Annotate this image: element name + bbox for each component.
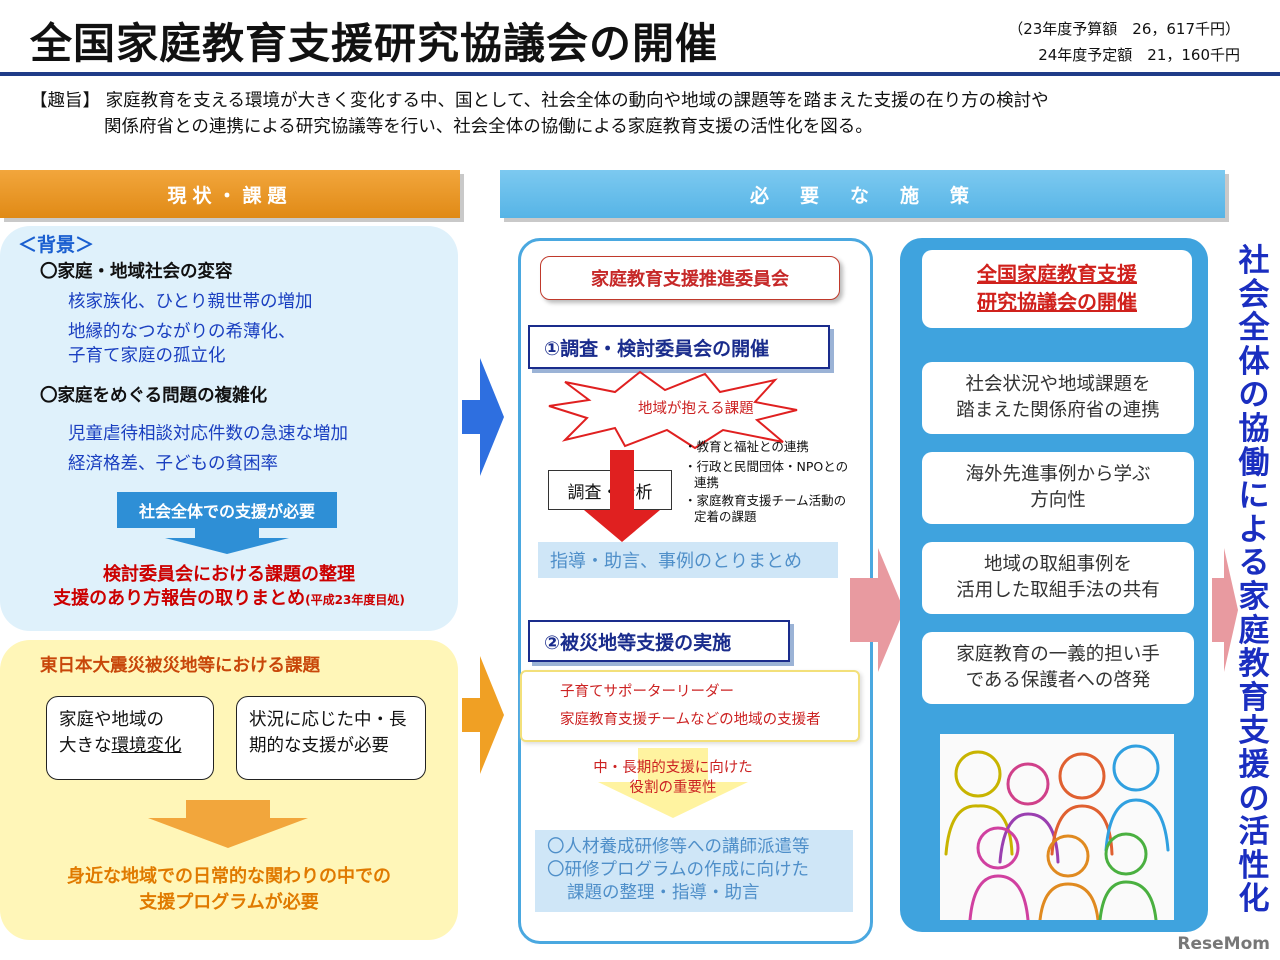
result-line2: 支援のあり方報告の取りまとめ [53, 588, 306, 609]
purpose-line2: 関係府省との連携による研究協議等を行い、社会全体の協働による家庭教育支援の活性化… [104, 117, 873, 137]
env-box-line2a: 大きな [59, 736, 112, 756]
disaster-conclusion-line1: 身近な地域での日常的な関わりの中での [67, 866, 391, 887]
right-arrow-blue [462, 358, 504, 476]
down-arrow-orange [148, 800, 308, 848]
bullet-team-activity-cont: 定着の課題 [694, 509, 757, 524]
purpose-label: 【趣旨】 [30, 91, 100, 111]
point-complex-problems-sub1: 児童虐待相談対応件数の急速な増加 [68, 424, 348, 444]
bullet-team-activity: ・家庭教育支援チーム活動の [684, 493, 847, 508]
conference-title: 全国家庭教育支援 研究協議会の開催 [922, 250, 1192, 328]
actions-band: 〇人材養成研修等への講師派遣等 〇研修プログラムの作成に向けた 課題の整理・指導… [535, 830, 853, 912]
section-header-current-issues: 現状・課題 [0, 170, 460, 218]
budget-fy23: （23年度予算額 26，617千円） [1008, 20, 1240, 38]
item3-line2: 活用した取組手法の共有 [956, 580, 1160, 601]
purpose-text: 【趣旨】 家庭教育を支える環境が大きく変化する中、国として、社会全体の動向や地域… [30, 88, 1250, 140]
conclusion-vertical-text: 社会全体の協働による家庭教育支援の活性化 [1238, 243, 1270, 918]
long-term-support-box: 状況に応じた中・長 期的な支援が必要 [236, 696, 426, 780]
local-supporters: 家庭教育支援チームなどの地域の支援者 [560, 712, 821, 728]
env-box-line1: 家庭や地域の [59, 710, 164, 730]
item4-line2: である保護者への啓発 [965, 670, 1151, 691]
importance-line2: 役割の重要性 [629, 780, 717, 796]
purpose-line1: 家庭教育を支える環境が大きく変化する中、国として、社会全体の動向や地域の課題等を… [105, 91, 1049, 111]
committee-title: 家庭教育支援推進委員会 [540, 256, 840, 300]
conference-title-line2: 研究協議会の開催 [977, 290, 1137, 314]
support-box-line1: 状況に応じた中・長 [249, 710, 407, 730]
background-label: ＜背景＞ [18, 234, 95, 256]
disaster-conclusion-line2: 支援プログラムが必要 [139, 892, 319, 913]
point-complex-problems: 〇家庭をめぐる問題の複雑化 [40, 386, 268, 406]
down-arrow-blue [165, 528, 289, 554]
result-line2-wrap: 支援のあり方報告の取りまとめ(平成23年度目処) [0, 584, 458, 610]
right-arrow-pink-2 [1212, 548, 1238, 672]
env-box-line2: 大きな環境変化 [59, 733, 201, 759]
disaster-title: 東日本大震災被災地等における課題 [40, 656, 320, 676]
conference-item-overseas-cases: 海外先進事例から学ぶ 方向性 [922, 452, 1194, 524]
header-rule [0, 72, 1280, 76]
step2-disaster-support: ②被災地等支援の実施 [528, 620, 790, 662]
guidance-band: 指導・助言、事例のとりまとめ [538, 542, 838, 578]
action-instructor-dispatch: 〇人材養成研修等への講師派遣等 [547, 837, 810, 857]
result-line1: 検討委員会における課題の整理 [103, 564, 355, 585]
right-arrow-orange [462, 656, 504, 774]
point-complex-problems-sub2: 経済格差、子どもの貧困率 [68, 454, 278, 474]
family-illustration [940, 734, 1174, 920]
conference-item-ministry-coordination: 社会状況や地域課題を 踏まえた関係府省の連携 [922, 362, 1194, 434]
page-title: 全国家庭教育支援研究協議会の開催 [30, 19, 719, 68]
point-family-change: 〇家庭・地域社会の変容 [40, 262, 233, 282]
point-family-change-sub3: 子育て家庭の孤立化 [68, 346, 226, 366]
environment-change-box: 家庭や地域の 大きな環境変化 [46, 696, 214, 780]
conference-item-local-cases: 地域の取組事例を 活用した取組手法の共有 [922, 542, 1194, 614]
point-family-change-sub2: 地縁的なつながりの希薄化、 [68, 322, 296, 342]
point-family-change-sub1: 核家族化、ひとり親世帯の増加 [68, 292, 313, 312]
action-issue-organize: 課題の整理・指導・助言 [567, 883, 760, 903]
bullet-gov-npo-cont: 連携 [694, 475, 720, 490]
bullet-edu-welfare: ・教育と福祉との連携 [684, 439, 809, 454]
item4-line1: 家庭教育の一義的担い手 [956, 644, 1160, 665]
item2-line2: 方向性 [1030, 490, 1086, 511]
result-note: (平成23年度目処) [305, 593, 405, 607]
item1-line2: 踏まえた関係府省の連携 [956, 400, 1160, 421]
budget-fy24: 24年度予定額 21，160千円 [1038, 46, 1240, 64]
bullet-gov-npo: ・行政と民間団体・NPOとの [684, 459, 849, 474]
disaster-panel [0, 640, 458, 940]
starburst-text: 地域が抱える課題 [638, 401, 754, 417]
conference-title-line1: 全国家庭教育支援 [977, 262, 1137, 286]
env-box-line2b: 環境変化 [111, 736, 182, 756]
down-arrow-red [584, 450, 660, 542]
supporters-box [520, 670, 860, 742]
society-support-box: 社会全体での支援が必要 [117, 492, 337, 528]
action-training-program: 〇研修プログラムの作成に向けた [547, 860, 809, 880]
conference-item-parent-awareness: 家庭教育の一義的担い手 である保護者への啓発 [922, 632, 1194, 704]
down-arrow-yellow [598, 748, 748, 818]
right-arrow-pink [850, 548, 904, 672]
step1-survey-committee: ①調査・検討委員会の開催 [528, 325, 830, 369]
section-header-required-measures: 必 要 な 施 策 [500, 170, 1225, 218]
support-box-line2: 期的な支援が必要 [249, 736, 389, 756]
starburst-shape [548, 370, 798, 450]
item1-line1: 社会状況や地域課題を [965, 374, 1151, 395]
item3-line1: 地域の取組事例を [983, 554, 1132, 575]
supporter-leader: 子育てサポーターリーダー [560, 684, 734, 700]
background-panel [0, 226, 458, 631]
importance-line1: 中・長期的支援に向けた [593, 760, 753, 776]
resemom-logo: ReseMom [1177, 934, 1270, 954]
item2-line1: 海外先進事例から学ぶ [965, 464, 1151, 485]
